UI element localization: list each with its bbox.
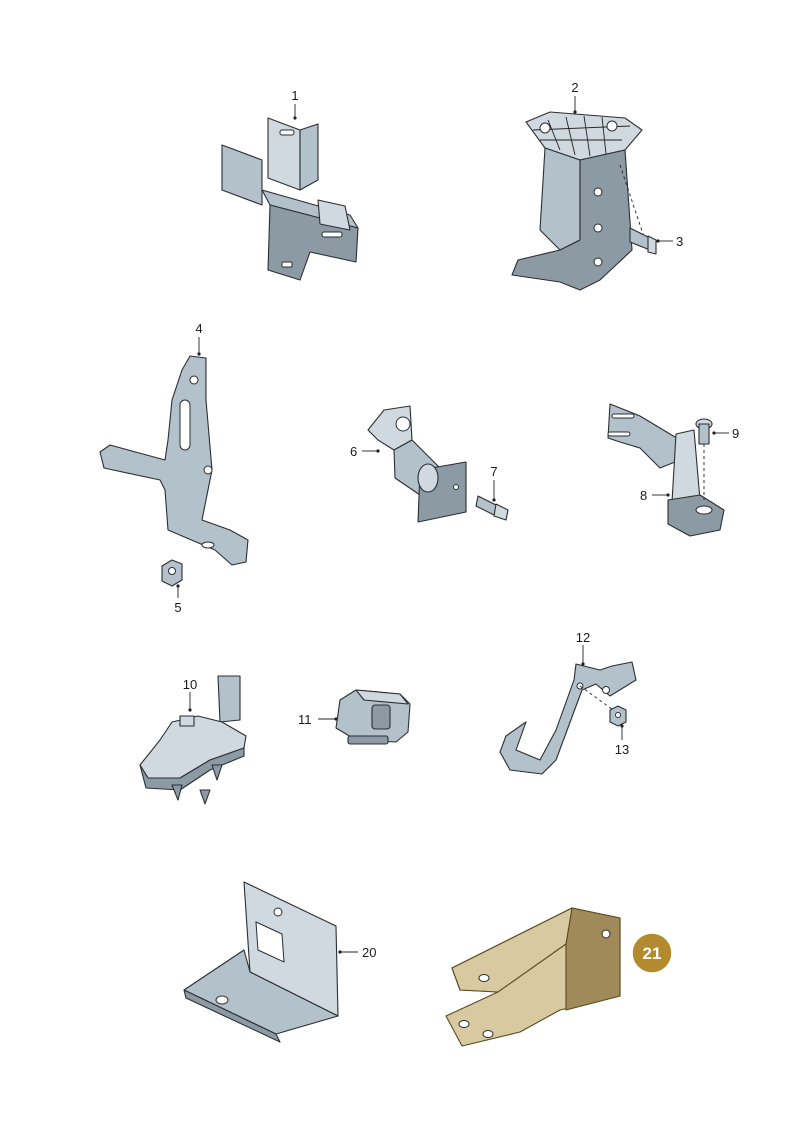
callout-3: 3 bbox=[676, 234, 683, 249]
leader-dot-5 bbox=[176, 584, 180, 588]
part-11-holder[interactable] bbox=[335, 689, 411, 745]
callout-20: 20 bbox=[362, 945, 376, 960]
part-12-bracket[interactable] bbox=[499, 661, 637, 775]
part-13-nut[interactable] bbox=[609, 705, 627, 727]
leader-dot-3 bbox=[656, 239, 660, 243]
callout-8: 8 bbox=[640, 488, 647, 503]
callout-11: 11 bbox=[298, 712, 312, 727]
callout-1: 1 bbox=[291, 88, 298, 103]
part-5-nut[interactable] bbox=[161, 559, 183, 587]
callout-5: 5 bbox=[174, 600, 181, 615]
leader-dot-8 bbox=[666, 493, 670, 497]
callout-12: 12 bbox=[576, 630, 590, 645]
part-2-bracket[interactable] bbox=[511, 111, 643, 291]
part-3-screw[interactable] bbox=[619, 164, 657, 255]
callout-21: 21 bbox=[643, 944, 662, 963]
part-6-bracket[interactable] bbox=[367, 405, 467, 523]
leader-dot-13 bbox=[620, 724, 624, 728]
leader-dot-2 bbox=[573, 110, 577, 114]
callout-6: 6 bbox=[350, 444, 357, 459]
leader-dot-10 bbox=[188, 708, 192, 712]
leader-dot-11 bbox=[334, 717, 338, 721]
callout-10: 10 bbox=[183, 677, 197, 692]
callout-9: 9 bbox=[732, 426, 739, 441]
callout-4: 4 bbox=[195, 321, 202, 336]
part-7-bolt[interactable] bbox=[475, 495, 509, 521]
part-4-bracket[interactable] bbox=[99, 355, 249, 566]
leader-dot-12 bbox=[581, 662, 585, 666]
leader-dot-4 bbox=[197, 352, 201, 356]
part-1-bracket[interactable] bbox=[221, 117, 359, 281]
part-8-bracket[interactable] bbox=[607, 403, 725, 537]
callout-2: 2 bbox=[571, 80, 578, 95]
leader-dot-7 bbox=[492, 498, 496, 502]
leader-dot-1 bbox=[293, 116, 297, 120]
callout-21-badge: 21 bbox=[631, 932, 673, 974]
callout-13: 13 bbox=[615, 742, 629, 757]
callout-7: 7 bbox=[490, 464, 497, 479]
leader-dot-20 bbox=[338, 950, 342, 954]
part-21-plate[interactable] bbox=[445, 907, 621, 1047]
part-20-plate[interactable] bbox=[183, 881, 339, 1043]
part-10-holder[interactable] bbox=[139, 675, 247, 805]
leader-dot-9 bbox=[712, 431, 716, 435]
part-9-screw[interactable] bbox=[695, 418, 713, 500]
leader-dot-6 bbox=[376, 449, 380, 453]
